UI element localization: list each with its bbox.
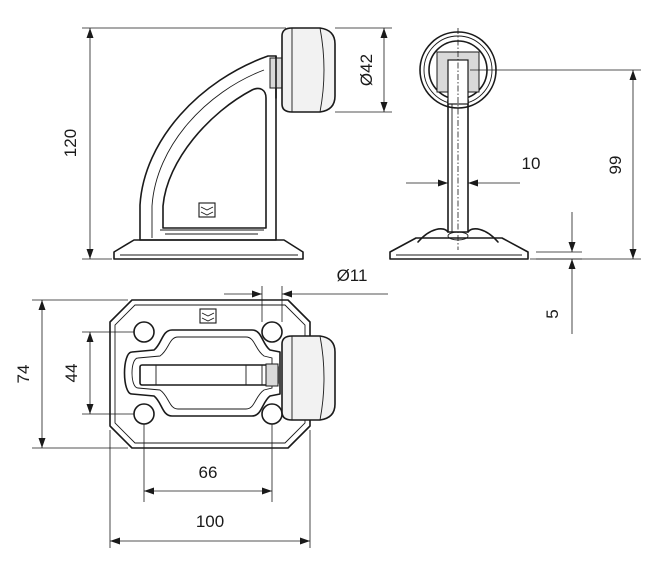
dim-100-label: 100 [196,512,224,531]
mounting-hole-top-left [133,321,155,343]
dim-100: 100 [109,430,311,548]
mounting-hole-top-right [261,321,283,343]
logo-icon [198,202,216,218]
top-bumper [281,335,336,421]
dim-10-label: 10 [522,154,541,173]
dim-120-label: 120 [61,129,80,157]
dim-120: 120 [61,27,286,260]
dim-11: Ø11 [224,266,388,322]
dim-42: Ø42 [335,27,392,113]
side-base-plate [113,239,304,260]
dim-11-label: Ø11 [337,266,368,285]
top-body-outline [123,329,281,417]
mounting-hole-bottom-right [261,403,283,425]
dim-74-label: 74 [14,365,33,384]
top-view [109,299,336,449]
dim-66-label: 66 [199,463,218,482]
dim-66: 66 [143,424,273,502]
side-bumper [281,27,336,113]
front-view [389,28,529,260]
dim-99: 99 [470,69,641,260]
dim-74: 74 [14,299,128,449]
dim-10: 10 [406,154,540,187]
dim-99-label: 99 [606,156,625,175]
side-window [162,87,267,229]
top-base-plate [109,299,311,449]
dim-42-label: Ø42 [357,54,376,86]
side-view [113,27,336,260]
dim-5: 5 [536,212,582,334]
front-base-plate [389,237,529,260]
dim-5-label: 5 [543,309,562,318]
mounting-hole-bottom-left [133,403,155,425]
top-slot [139,364,279,386]
dim-44-label: 44 [62,364,81,383]
side-body [139,55,277,241]
top-logo-icon [199,308,217,324]
dim-44: 44 [62,331,134,415]
